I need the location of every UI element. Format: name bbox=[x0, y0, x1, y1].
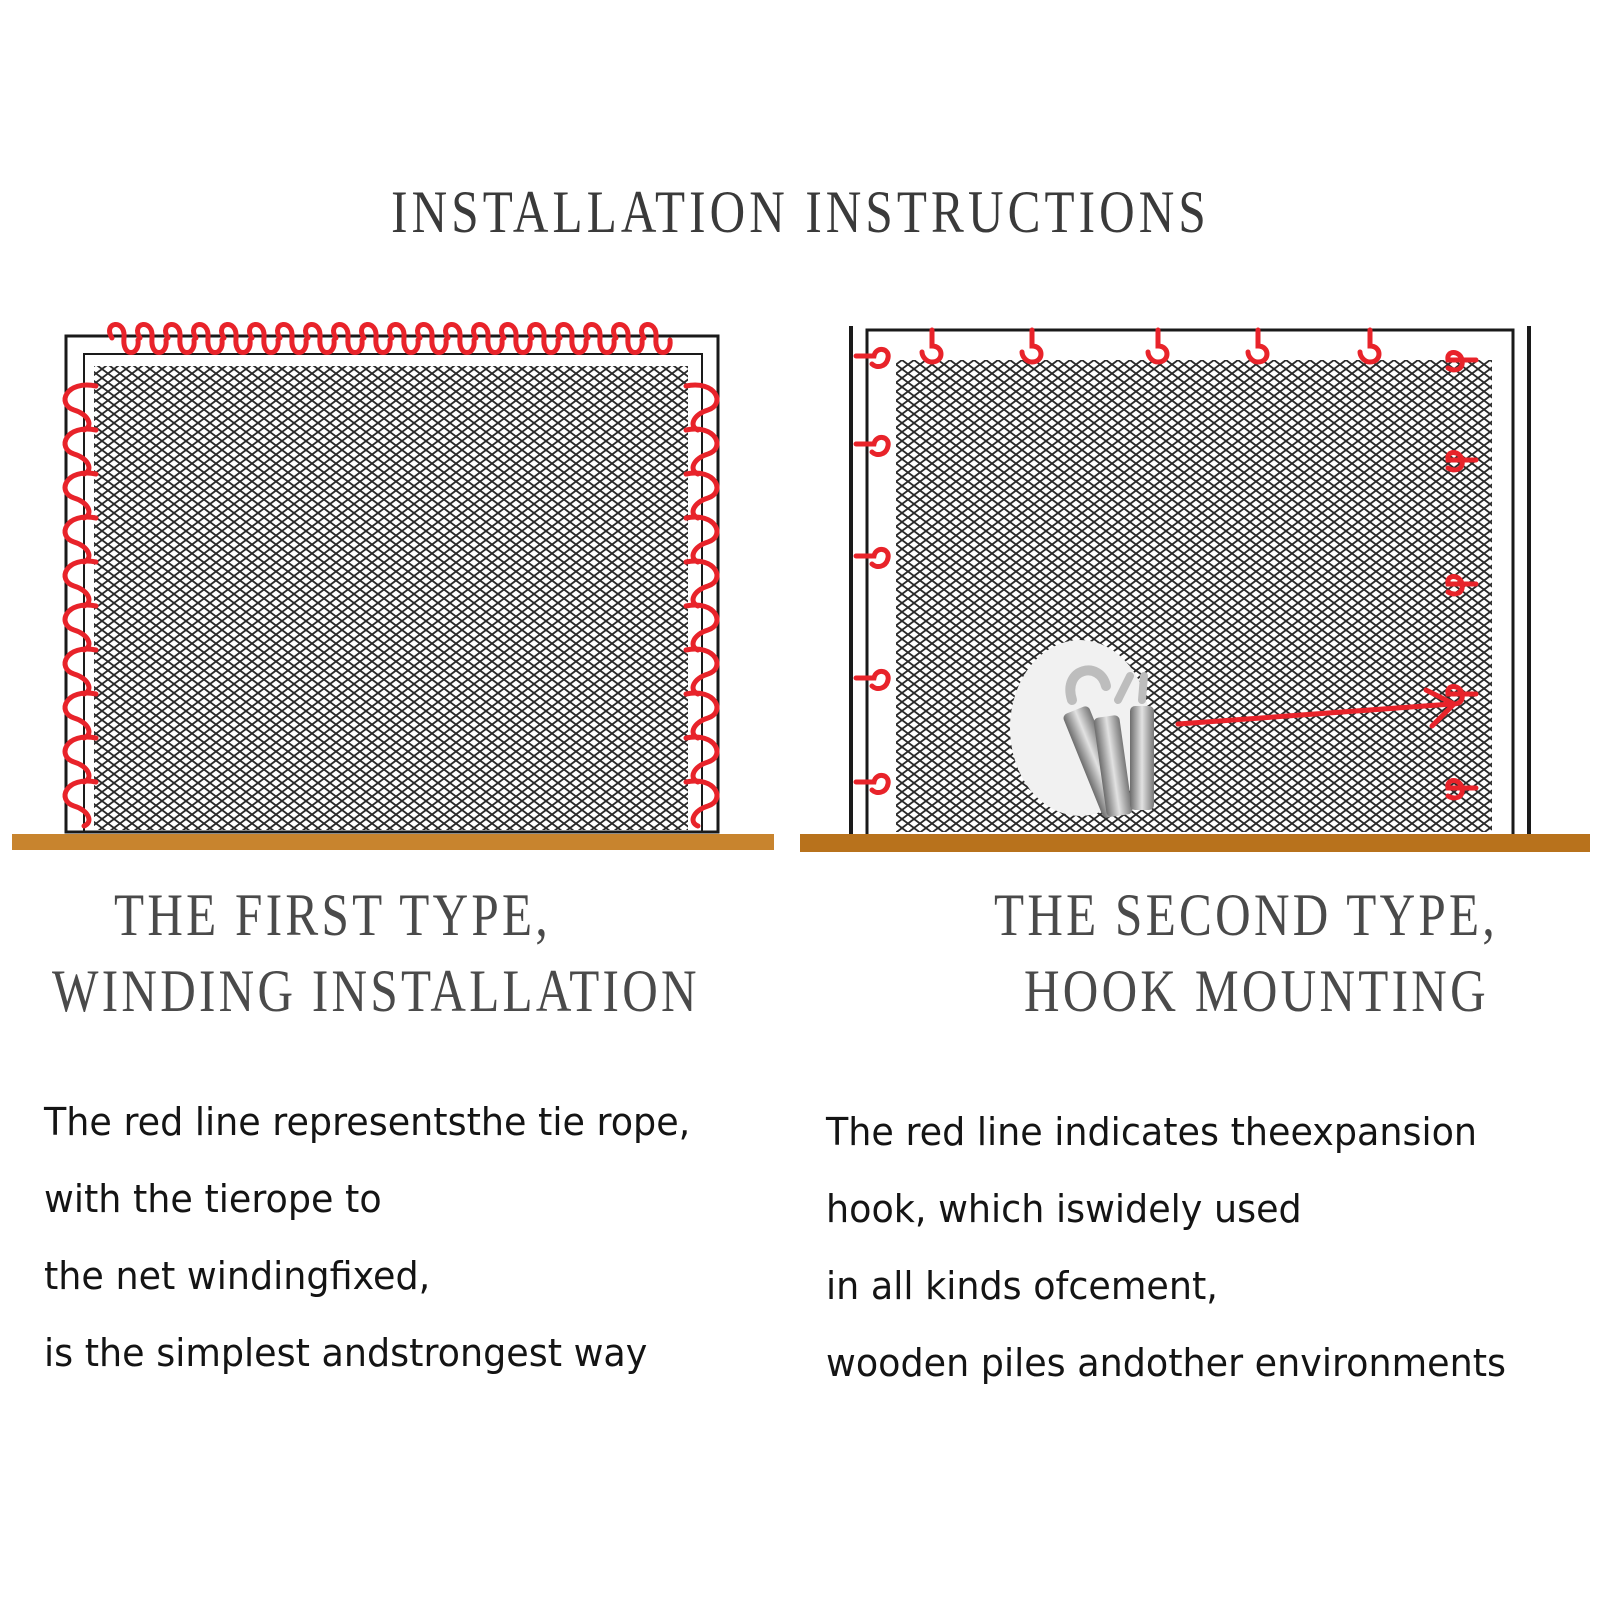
hook-icon bbox=[853, 435, 891, 457]
rope-coil bbox=[583, 322, 617, 355]
rope-coil bbox=[683, 470, 720, 521]
rope-coil bbox=[62, 690, 99, 741]
rope-coil bbox=[135, 322, 169, 355]
rope-coil bbox=[387, 322, 421, 355]
net-mesh bbox=[94, 366, 688, 830]
hook-icon bbox=[853, 347, 891, 369]
description-line: wooden piles andother environments bbox=[826, 1341, 1507, 1385]
hook-icon bbox=[1445, 450, 1479, 473]
hook-icon bbox=[1145, 327, 1170, 365]
rope-coil bbox=[247, 322, 281, 355]
hook-icon bbox=[1445, 574, 1479, 597]
rope-coil bbox=[683, 426, 720, 477]
rope-coil bbox=[107, 322, 141, 355]
net-mesh bbox=[896, 360, 1492, 832]
description-line: in all kinds ofcement, bbox=[826, 1264, 1218, 1308]
expansion-hook-photo bbox=[1010, 640, 1154, 818]
rope-coil bbox=[499, 322, 533, 355]
rope-coil bbox=[331, 322, 365, 355]
hook-icon bbox=[853, 773, 891, 795]
rope-coil bbox=[683, 646, 720, 697]
rope-coil bbox=[471, 322, 505, 355]
ground bbox=[12, 834, 774, 850]
rope-coil bbox=[62, 426, 99, 477]
rope-coil bbox=[62, 734, 99, 785]
rope-coil bbox=[683, 514, 720, 565]
hook-icon bbox=[1245, 327, 1270, 365]
description-line: is the simplest andstrongest way bbox=[44, 1331, 648, 1375]
hook-icon bbox=[1445, 350, 1479, 373]
hook-icon bbox=[919, 327, 944, 365]
rope-coil bbox=[683, 734, 720, 785]
rope-coil bbox=[639, 322, 673, 355]
first-type-description: The red line representsthe tie rope, wit… bbox=[44, 1084, 690, 1392]
description-line: hook, which iswidely used bbox=[826, 1187, 1302, 1231]
rope-coil bbox=[683, 382, 720, 433]
rope-coil bbox=[62, 778, 99, 829]
hook-icon bbox=[853, 669, 891, 691]
description-line: The red line representsthe tie rope, bbox=[44, 1100, 691, 1144]
rope-coil bbox=[163, 322, 197, 355]
rope-coil bbox=[683, 602, 720, 653]
ground bbox=[800, 834, 1590, 852]
rope-coil bbox=[62, 602, 99, 653]
rope-coil bbox=[415, 322, 449, 355]
rope-coil bbox=[219, 322, 253, 355]
page-title: INSTALLATION INSTRUCTIONS bbox=[391, 179, 1210, 245]
hook-icon bbox=[853, 547, 891, 569]
first-type-heading-line1: THE FIRST TYPE, bbox=[114, 882, 551, 948]
rope-coil bbox=[62, 558, 99, 609]
rope-coil bbox=[443, 322, 477, 355]
second-type-description: The red line indicates theexpansion hook… bbox=[826, 1094, 1506, 1402]
rope-coil bbox=[555, 322, 589, 355]
rope-coil bbox=[303, 322, 337, 355]
second-type-heading-line2: HOOK MOUNTING bbox=[1024, 958, 1489, 1024]
description-line: the net windingfixed, bbox=[44, 1254, 431, 1298]
description-line: with the tierope to bbox=[44, 1177, 382, 1221]
expansion-hooks bbox=[853, 327, 1479, 801]
tie-rope bbox=[62, 322, 720, 829]
second-type-heading-line1: THE SECOND TYPE, bbox=[994, 882, 1498, 948]
arrow-icon bbox=[1175, 687, 1459, 729]
winding-installation-diagram bbox=[12, 322, 774, 850]
hook-icon bbox=[1019, 327, 1044, 365]
rope-coil bbox=[359, 322, 393, 355]
first-type-heading-line2: WINDING INSTALLATION bbox=[52, 958, 700, 1024]
rope-coil bbox=[62, 470, 99, 521]
frame bbox=[849, 326, 1531, 838]
hook-mounting-diagram bbox=[800, 326, 1590, 852]
rope-coil bbox=[611, 322, 645, 355]
hook-icon bbox=[1357, 327, 1382, 365]
rope-coil bbox=[683, 690, 720, 741]
rope-coil bbox=[683, 778, 720, 829]
description-line: The red line indicates theexpansion bbox=[826, 1110, 1478, 1154]
rope-coil bbox=[191, 322, 225, 355]
hook-icon bbox=[1445, 778, 1479, 801]
rope-coil bbox=[683, 558, 720, 609]
rope-coil bbox=[62, 514, 99, 565]
rope-coil bbox=[62, 646, 99, 697]
rope-coil bbox=[275, 322, 309, 355]
rope-coil bbox=[527, 322, 561, 355]
rope-coil bbox=[62, 382, 99, 433]
